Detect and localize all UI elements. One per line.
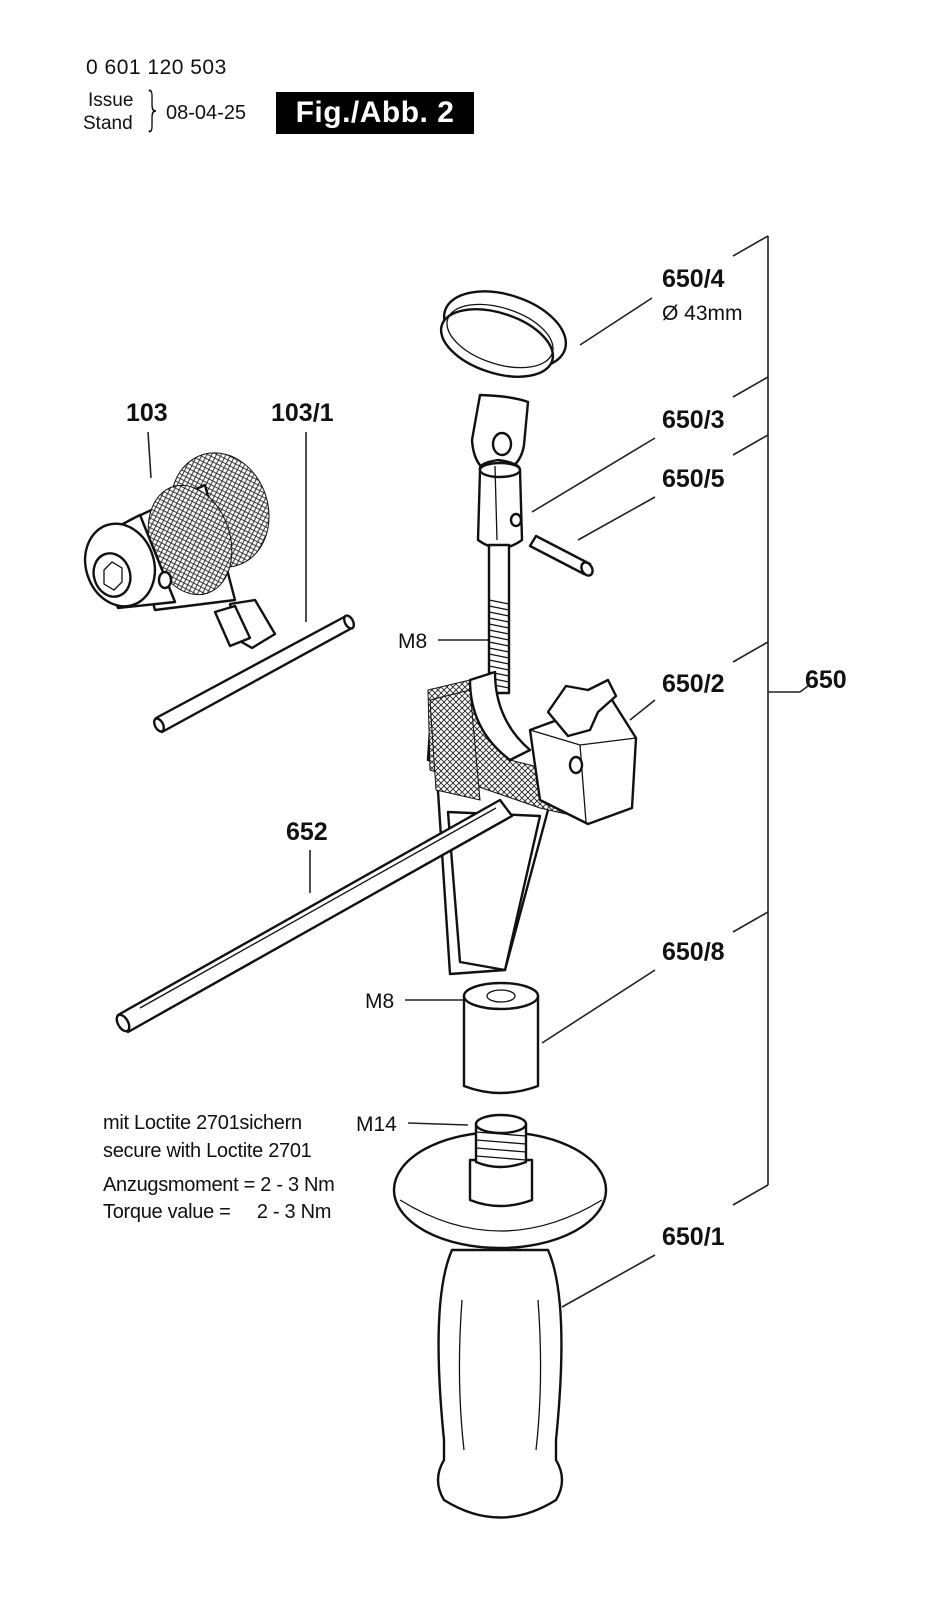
part-number: 0 601 120 503 — [86, 56, 227, 79]
label-m14: M14 — [356, 1113, 397, 1136]
assembly-bracket-650 — [732, 235, 809, 1206]
label-650: 650 — [805, 666, 847, 694]
label-650-3: 650/3 — [662, 406, 725, 434]
label-m8-sleeve: M8 — [365, 990, 394, 1013]
clamping-block-650-2 — [426, 670, 638, 976]
label-m8-rod: M8 — [398, 630, 427, 653]
clamp-band-650-4 — [439, 290, 568, 476]
handle-650-1 — [392, 1113, 608, 1519]
note-loctite-de: mit Loctite 2701sichern — [103, 1112, 302, 1134]
label-650-4: 650/4 — [662, 265, 725, 293]
label-103: 103 — [126, 399, 168, 427]
note-torque-de: Anzugsmoment = 2 - 3 Nm — [103, 1174, 335, 1196]
drill-chuck-103 — [83, 452, 270, 612]
stand-label: Stand — [83, 113, 133, 134]
chuck-key-103-1 — [152, 598, 356, 734]
threaded-rod-650-3 — [476, 458, 524, 695]
figure-label: Fig./Abb. 2 — [276, 92, 474, 134]
label-650-2: 650/2 — [662, 670, 725, 698]
label-650-8: 650/8 — [662, 938, 725, 966]
note-torque-en: Torque value = 2 - 3 Nm — [103, 1201, 332, 1223]
label-650-1: 650/1 — [662, 1223, 725, 1251]
pin-650-5 — [528, 534, 594, 577]
note-loctite-en: secure with Loctite 2701 — [103, 1140, 312, 1162]
label-650-5: 650/5 — [662, 465, 725, 493]
sleeve-650-8 — [462, 981, 540, 1095]
label-650-4-diameter: Ø 43mm — [662, 302, 743, 325]
label-652: 652 — [286, 818, 328, 846]
brace-glyph: } — [144, 82, 162, 136]
issue-date: 08-04-25 — [166, 102, 247, 124]
issue-label: Issue — [88, 90, 134, 111]
leader-lines — [147, 297, 656, 1308]
depth-rod-652 — [115, 798, 514, 1034]
label-103-1: 103/1 — [271, 399, 334, 427]
